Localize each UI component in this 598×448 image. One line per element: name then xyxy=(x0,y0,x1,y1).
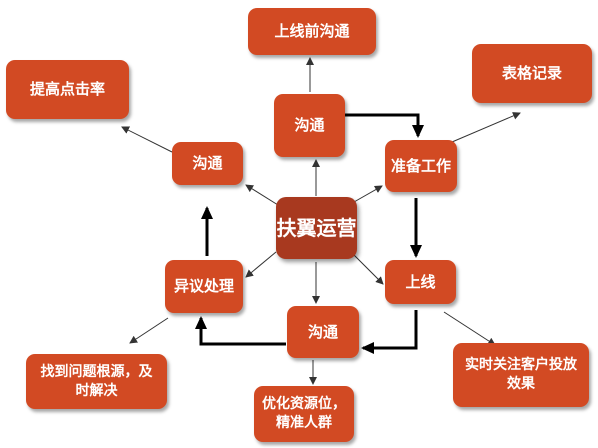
arrow-center-to-ready xyxy=(353,185,383,203)
node-pre-launch-communication: 上线前沟通 xyxy=(248,8,376,55)
node-label: 提高点击率 xyxy=(29,80,105,98)
arrow-online-to-real xyxy=(443,311,496,346)
node-label: 上线 xyxy=(405,272,436,291)
bold-arrow-online-to-goutong xyxy=(361,310,418,354)
node-table-record: 表格记录 xyxy=(472,44,592,103)
arrow-center-to-yiyi xyxy=(245,251,277,278)
bold-arrow-goutong-to-ready xyxy=(345,113,424,138)
node-improve-ctr: 提高点击率 xyxy=(6,60,129,119)
arrow-yiyi-to-find xyxy=(129,317,169,344)
node-label-line-2: 效果 xyxy=(507,376,535,392)
node-label-line-1: 实时关注客户投放 xyxy=(465,357,577,373)
node-center-operation: 扶翼运营 xyxy=(276,197,357,259)
arrow-goutong-left-to-rate xyxy=(121,126,173,153)
node-label-line-1: 优化资源位， xyxy=(262,396,346,412)
node-objection-handling: 异议处理 xyxy=(165,260,243,313)
node-communication-top: 沟通 xyxy=(274,94,345,157)
node-optimize-resources: 优化资源位， 精准人群 xyxy=(254,386,354,442)
node-label: 表格记录 xyxy=(501,64,562,82)
node-communication-left: 沟通 xyxy=(172,142,243,185)
node-preparation: 准备工作 xyxy=(385,140,457,192)
node-label-line-2: 时解决 xyxy=(75,382,118,399)
node-label: 异议处理 xyxy=(173,277,234,295)
node-realtime-monitoring: 实时关注客户投放 效果 xyxy=(453,343,589,407)
bold-arrow-goutong-to-yiyi xyxy=(195,316,286,346)
node-communication-bottom: 沟通 xyxy=(287,306,359,358)
node-label: 沟通 xyxy=(192,154,223,172)
center-label: 扶翼运营 xyxy=(276,215,357,240)
node-label-line-2: 精准人群 xyxy=(276,415,332,431)
node-find-root-cause: 找到问题根源，及 时解决 xyxy=(26,354,167,409)
node-label: 上线前沟通 xyxy=(274,22,350,40)
node-label: 沟通 xyxy=(307,322,338,341)
arrow-center-to-online xyxy=(353,254,384,285)
node-label: 准备工作 xyxy=(390,156,451,175)
node-label: 沟通 xyxy=(294,116,325,134)
node-label-line-1: 找到问题根源，及 xyxy=(40,363,153,380)
node-go-live: 上线 xyxy=(385,260,456,304)
arrow-center-to-goutong-left xyxy=(245,184,279,206)
arrow-ready-to-biaoge xyxy=(451,112,521,143)
